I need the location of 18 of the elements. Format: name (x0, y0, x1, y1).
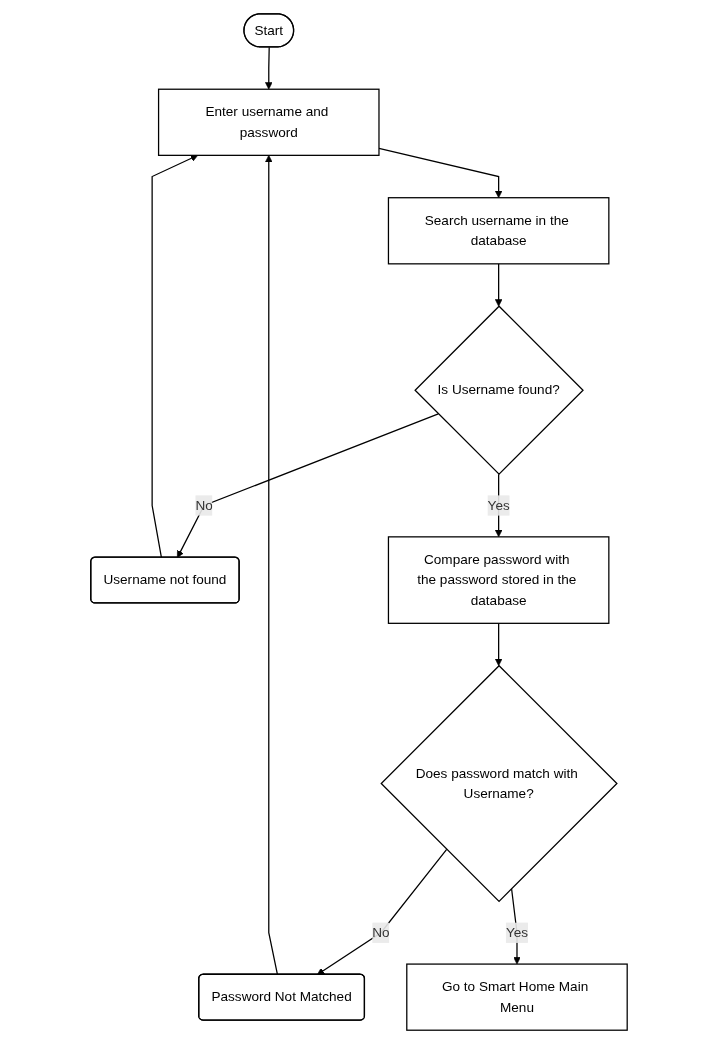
arrow (494, 262, 503, 307)
arrow (177, 412, 439, 558)
node-box: Go to Smart Home Main Menu (406, 962, 628, 1031)
edge-label: Yes (487, 497, 510, 512)
node-diamond: Is Username found? (414, 304, 584, 475)
arrow (265, 46, 273, 90)
edge-label: No (195, 497, 213, 512)
node-box: Search username in the database (387, 196, 610, 264)
arrow (265, 154, 279, 975)
arrow (378, 147, 503, 198)
arrow (317, 848, 448, 975)
node-diamond: Does password match with Username? (380, 664, 618, 902)
edge-label: Yes (505, 924, 529, 939)
node-box: Enter username and password (157, 88, 380, 156)
arrow (151, 154, 199, 558)
node-box: Compare password with the password stored in the database (387, 535, 610, 624)
arrow (494, 622, 503, 666)
edge-label: No (372, 924, 390, 939)
